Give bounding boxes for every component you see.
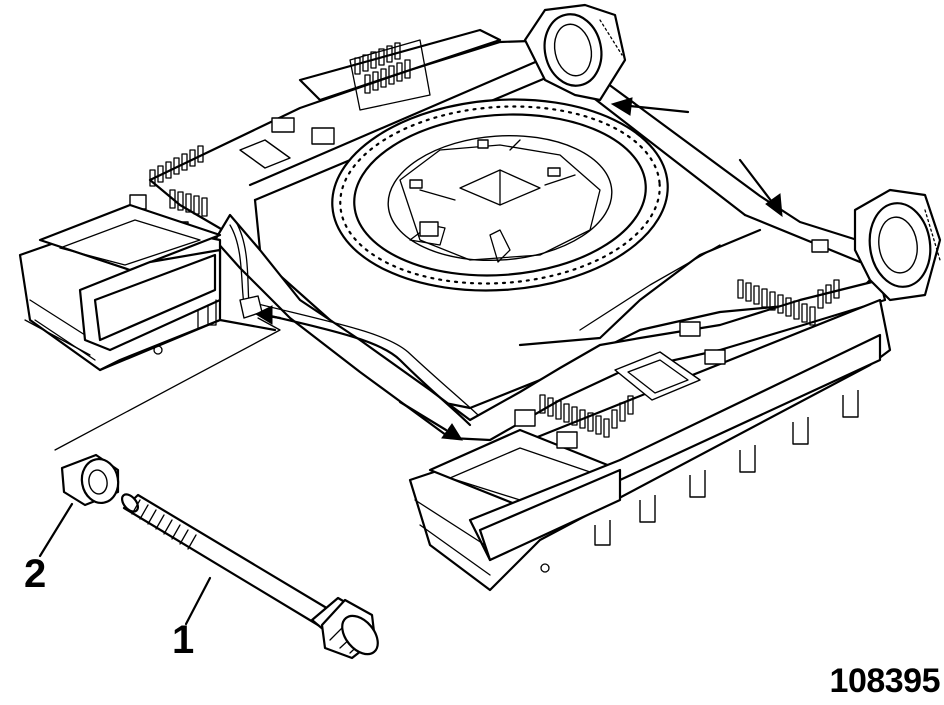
rear-lug-upper (523, 3, 627, 102)
callout-leader-2 (38, 502, 74, 558)
left-frame-rear (239, 28, 502, 169)
hydraulic-line (239, 295, 479, 427)
arrow-right (738, 158, 783, 218)
bolt (120, 493, 379, 660)
bushing (60, 453, 120, 507)
arrow-left (254, 305, 282, 325)
right-track-frame (408, 239, 892, 592)
callout-leader-1 (184, 576, 212, 626)
figure-number: 108395 (829, 662, 941, 700)
rear-lug-right (853, 188, 942, 302)
car-body-frame (18, 3, 942, 592)
slewing-ring (331, 98, 669, 292)
callout-1-label: 1 (172, 618, 195, 662)
arrow-lower (398, 400, 463, 441)
arrow-upper (610, 97, 690, 116)
callout-2-label: 2 (24, 552, 47, 596)
exploded-view-lines (54, 317, 281, 451)
left-track-frame (18, 203, 277, 372)
